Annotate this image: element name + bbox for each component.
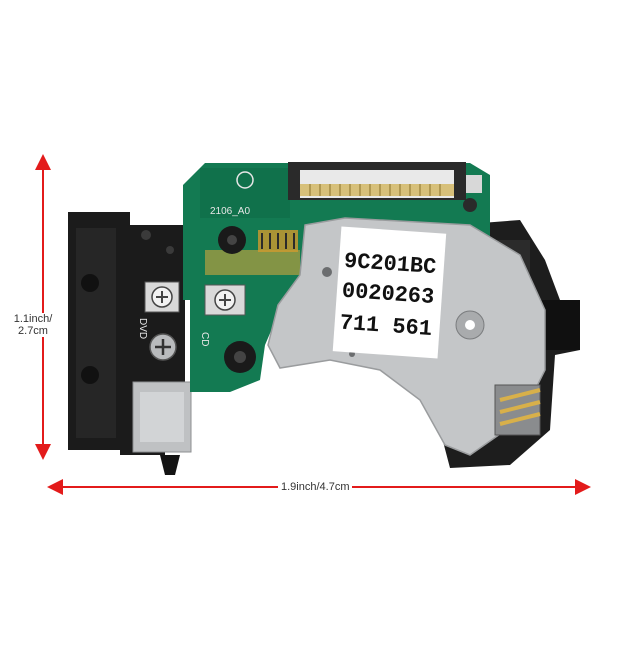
pcb-code: 2106_A0 [210, 206, 250, 217]
serial-label: 9C201BC 0020263 711 561 [332, 226, 447, 359]
circuit-board [183, 163, 490, 392]
dvd-mark: DVD [137, 318, 148, 339]
black-screw [224, 341, 256, 373]
trim-pot-right [204, 284, 246, 316]
width-dimension-label: 1.9inch/4.7cm [278, 481, 353, 493]
cd-mark: CD [199, 332, 210, 346]
black-post [218, 226, 246, 254]
trim-pot-left [144, 281, 180, 313]
phillips-screw [149, 333, 177, 361]
ribbon-connector [288, 162, 482, 200]
spring-assembly [494, 384, 541, 436]
height-label-line-2: 2.7cm [18, 325, 48, 337]
height-dimension-label: 1.1inch/ 2.7cm [4, 313, 62, 337]
height-label-line-1: 1.1inch/ [13, 313, 53, 325]
